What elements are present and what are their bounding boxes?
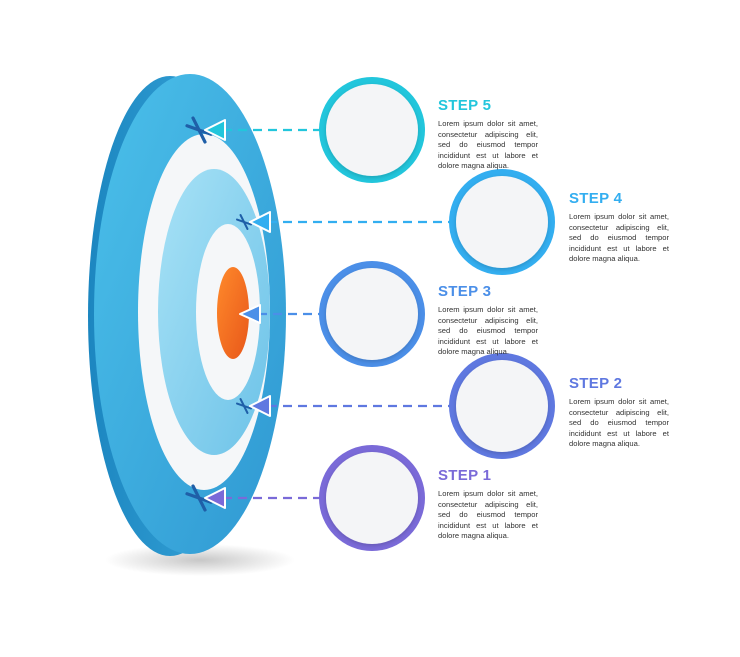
step-text-4: STEP 4 Lorem ipsum dolor sit amet, consec… bbox=[569, 191, 669, 265]
hit-mark-icon bbox=[236, 398, 252, 414]
step-connectors bbox=[185, 116, 452, 512]
hit-mark-icon bbox=[185, 116, 213, 144]
step-circle-5 bbox=[326, 84, 418, 176]
step-circle-3 bbox=[326, 268, 418, 360]
step-nodes bbox=[319, 77, 555, 551]
step-text-5: STEP 5 Lorem ipsum dolor sit amet, consec… bbox=[438, 98, 538, 172]
step-description: Lorem ipsum dolor sit amet, consectetur … bbox=[569, 397, 669, 448]
step-title: STEP 1 bbox=[438, 467, 492, 484]
hit-mark-icon bbox=[185, 484, 213, 512]
step-description: Lorem ipsum dolor sit amet, consectetur … bbox=[438, 489, 538, 540]
step-title: STEP 3 bbox=[438, 283, 492, 300]
step-title: STEP 2 bbox=[569, 375, 623, 392]
arrowhead-icon bbox=[204, 119, 226, 141]
step-text-2: STEP 2 Lorem ipsum dolor sit amet, consec… bbox=[569, 376, 669, 450]
step-text-1: STEP 1 Lorem ipsum dolor sit amet, consec… bbox=[438, 468, 538, 542]
step-title: STEP 4 bbox=[569, 190, 623, 207]
step-circle-1 bbox=[326, 452, 418, 544]
step-circle-2 bbox=[456, 360, 548, 452]
step-description: Lorem ipsum dolor sit amet, consectetur … bbox=[438, 305, 538, 356]
step-description: Lorem ipsum dolor sit amet, consectetur … bbox=[569, 212, 669, 263]
step-description: Lorem ipsum dolor sit amet, consectetur … bbox=[438, 119, 538, 170]
target-shadow bbox=[105, 544, 295, 576]
arrowhead-icon bbox=[239, 304, 261, 324]
arrowhead-icon bbox=[204, 487, 226, 509]
arrowhead-icon bbox=[249, 395, 271, 417]
arrowhead-icon bbox=[249, 211, 271, 233]
step-title: STEP 5 bbox=[438, 97, 492, 114]
hit-mark-icon bbox=[236, 214, 252, 230]
step-circle-4 bbox=[456, 176, 548, 268]
bullseye bbox=[217, 267, 249, 359]
target-board bbox=[88, 74, 286, 556]
step-text-3: STEP 3 Lorem ipsum dolor sit amet, consec… bbox=[438, 284, 538, 358]
